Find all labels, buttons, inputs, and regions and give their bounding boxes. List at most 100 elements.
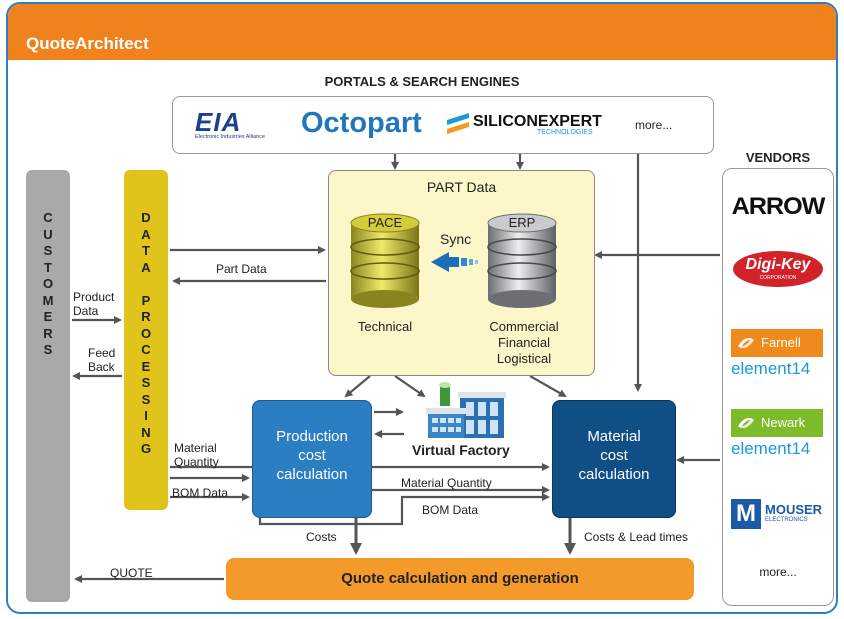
data-processing-letter: T (142, 243, 150, 258)
pace-label: PACE (367, 215, 403, 230)
flow-product-data: Product Data (73, 290, 114, 318)
quote-box: Quote calculation and generation (226, 558, 694, 600)
material-cost-label: Material cost calculation (553, 427, 675, 484)
data-processing-letter: A (141, 226, 151, 242)
flow-feed-back: Feed Back (88, 346, 115, 374)
production-line1: Production (276, 428, 348, 445)
farnell-swirl-icon (738, 338, 754, 348)
data-processing-letter (124, 276, 168, 293)
production-cost-box: Production cost calculation (252, 400, 372, 518)
feed-back-line2: Back (88, 360, 115, 374)
customers-letter: T (44, 259, 52, 275)
financial-label: Financial (497, 335, 551, 350)
sync-arrow-icon (431, 252, 478, 272)
siliconexpert-mark-icon (447, 113, 469, 134)
factory-icon (426, 382, 506, 438)
material-line1: Material (587, 428, 641, 445)
flow-quote: QUOTE (110, 566, 153, 580)
flow-bom-data-dp: BOM Data (172, 486, 229, 500)
newark-swirl-icon (738, 418, 754, 428)
mouser-logo: M MOUSER ELECTRONICS (731, 499, 827, 531)
digikey-logo-sub: CORPORATION (759, 275, 797, 281)
virtual-factory-label: Virtual Factory (412, 442, 510, 458)
digikey-logo-text: Digi-Key (745, 256, 811, 273)
customers-letter: R (43, 325, 53, 341)
vendors-more: more... (759, 565, 797, 579)
material-quantity-line2: Quantity (174, 455, 219, 469)
vendors-title: VENDORS (745, 150, 811, 165)
erp-descriptions: Commercial Financial Logistical (469, 319, 579, 367)
technical-label: Technical (357, 319, 413, 334)
commercial-label: Commercial (489, 319, 559, 334)
arrow-logo: ARROW (731, 193, 826, 220)
eia-logo-text: EIA (195, 107, 242, 137)
data-processing-letter: N (141, 424, 151, 440)
data-processing-letter: S (141, 391, 151, 407)
data-processing-letter: E (141, 358, 151, 374)
newark-logo-text: Newark (761, 415, 806, 430)
data-processing-letter: A (141, 259, 151, 275)
farnell-element14-logo: element14 (731, 359, 811, 378)
pace-database-icon (350, 213, 420, 308)
material-cost-box: Material cost calculation (552, 400, 676, 518)
part-data-box: PART Data PACE ERP Sync Technical (328, 170, 595, 376)
customers-letter: U (43, 226, 53, 242)
farnell-logo: Farnell (731, 329, 823, 357)
sync-label: Sync (440, 231, 472, 247)
newark-element14-logo: element14 (731, 439, 811, 458)
portals-box: EIA Electronic Industries Alliance Octop… (172, 96, 714, 154)
erp-label: ERP (508, 215, 536, 230)
arrow-partdata-to-material (529, 375, 567, 397)
customers-letter: C (43, 210, 53, 225)
data-processing-letter: G (140, 441, 152, 456)
arrow-portals-to-material (634, 123, 712, 392)
farnell-logo-text: Farnell (761, 335, 801, 350)
eia-logo: EIA Electronic Industries Alliance (195, 109, 265, 140)
app-title: QuoteArchitect (26, 34, 149, 53)
data-processing-letter: S (141, 375, 151, 390)
data-processing-letter: C (141, 342, 151, 357)
flow-material-quantity-dp: Material Quantity (174, 441, 219, 469)
data-processing-letter: D (141, 210, 151, 225)
customers-letter: E (43, 309, 53, 324)
data-processing-letter: I (144, 408, 148, 423)
mouser-m-icon: M (731, 499, 761, 529)
part-data-title: PART Data (426, 179, 497, 195)
siliconexpert-sub: TECHNOLOGIES (537, 129, 593, 136)
material-line2: cost (600, 447, 628, 464)
product-data-line2: Data (73, 304, 99, 318)
arrow-partdata-to-factory (394, 375, 426, 398)
octopart-logo: Octopart (301, 107, 422, 139)
flow-material-quantity: Material Quantity (401, 476, 492, 490)
production-cost-label: Production cost calculation (253, 427, 371, 484)
mouser-logo-text: MOUSER (765, 502, 823, 517)
digikey-logo: Digi-Key CORPORATION (733, 251, 823, 287)
material-line3: calculation (578, 466, 650, 483)
eia-logo-sub: Electronic Industries Alliance (195, 134, 266, 140)
vendors-box: ARROW Digi-Key CORPORATION Farnell eleme… (722, 168, 834, 606)
portals-title: PORTALS & SEARCH ENGINES (324, 74, 520, 89)
customers-letter: S (43, 243, 53, 258)
data-processing-letter: O (140, 325, 152, 341)
flow-bom-data: BOM Data (422, 503, 479, 517)
portals-more: more... (635, 118, 673, 132)
data-processing-letter: P (141, 292, 151, 308)
title-bar: QuoteArchitect (8, 4, 836, 60)
logistical-label: Logistical (496, 351, 552, 366)
flow-costs-lead-times: Costs & Lead times (584, 530, 689, 544)
material-quantity-line1: Material (174, 441, 217, 455)
product-data-line1: Product (73, 290, 115, 304)
customers-letter: O (42, 276, 54, 291)
arrow-partdata-to-production (344, 375, 371, 398)
siliconexpert-text: SILICONEXPERT (473, 113, 602, 130)
feed-back-line1: Feed (88, 346, 116, 360)
production-line3: calculation (276, 466, 348, 483)
customers-letter: M (42, 292, 54, 308)
arrow-bom-to-material (258, 493, 550, 526)
mouser-logo-sub: ELECTRONICS (765, 517, 808, 523)
newark-logo: Newark (731, 409, 823, 437)
